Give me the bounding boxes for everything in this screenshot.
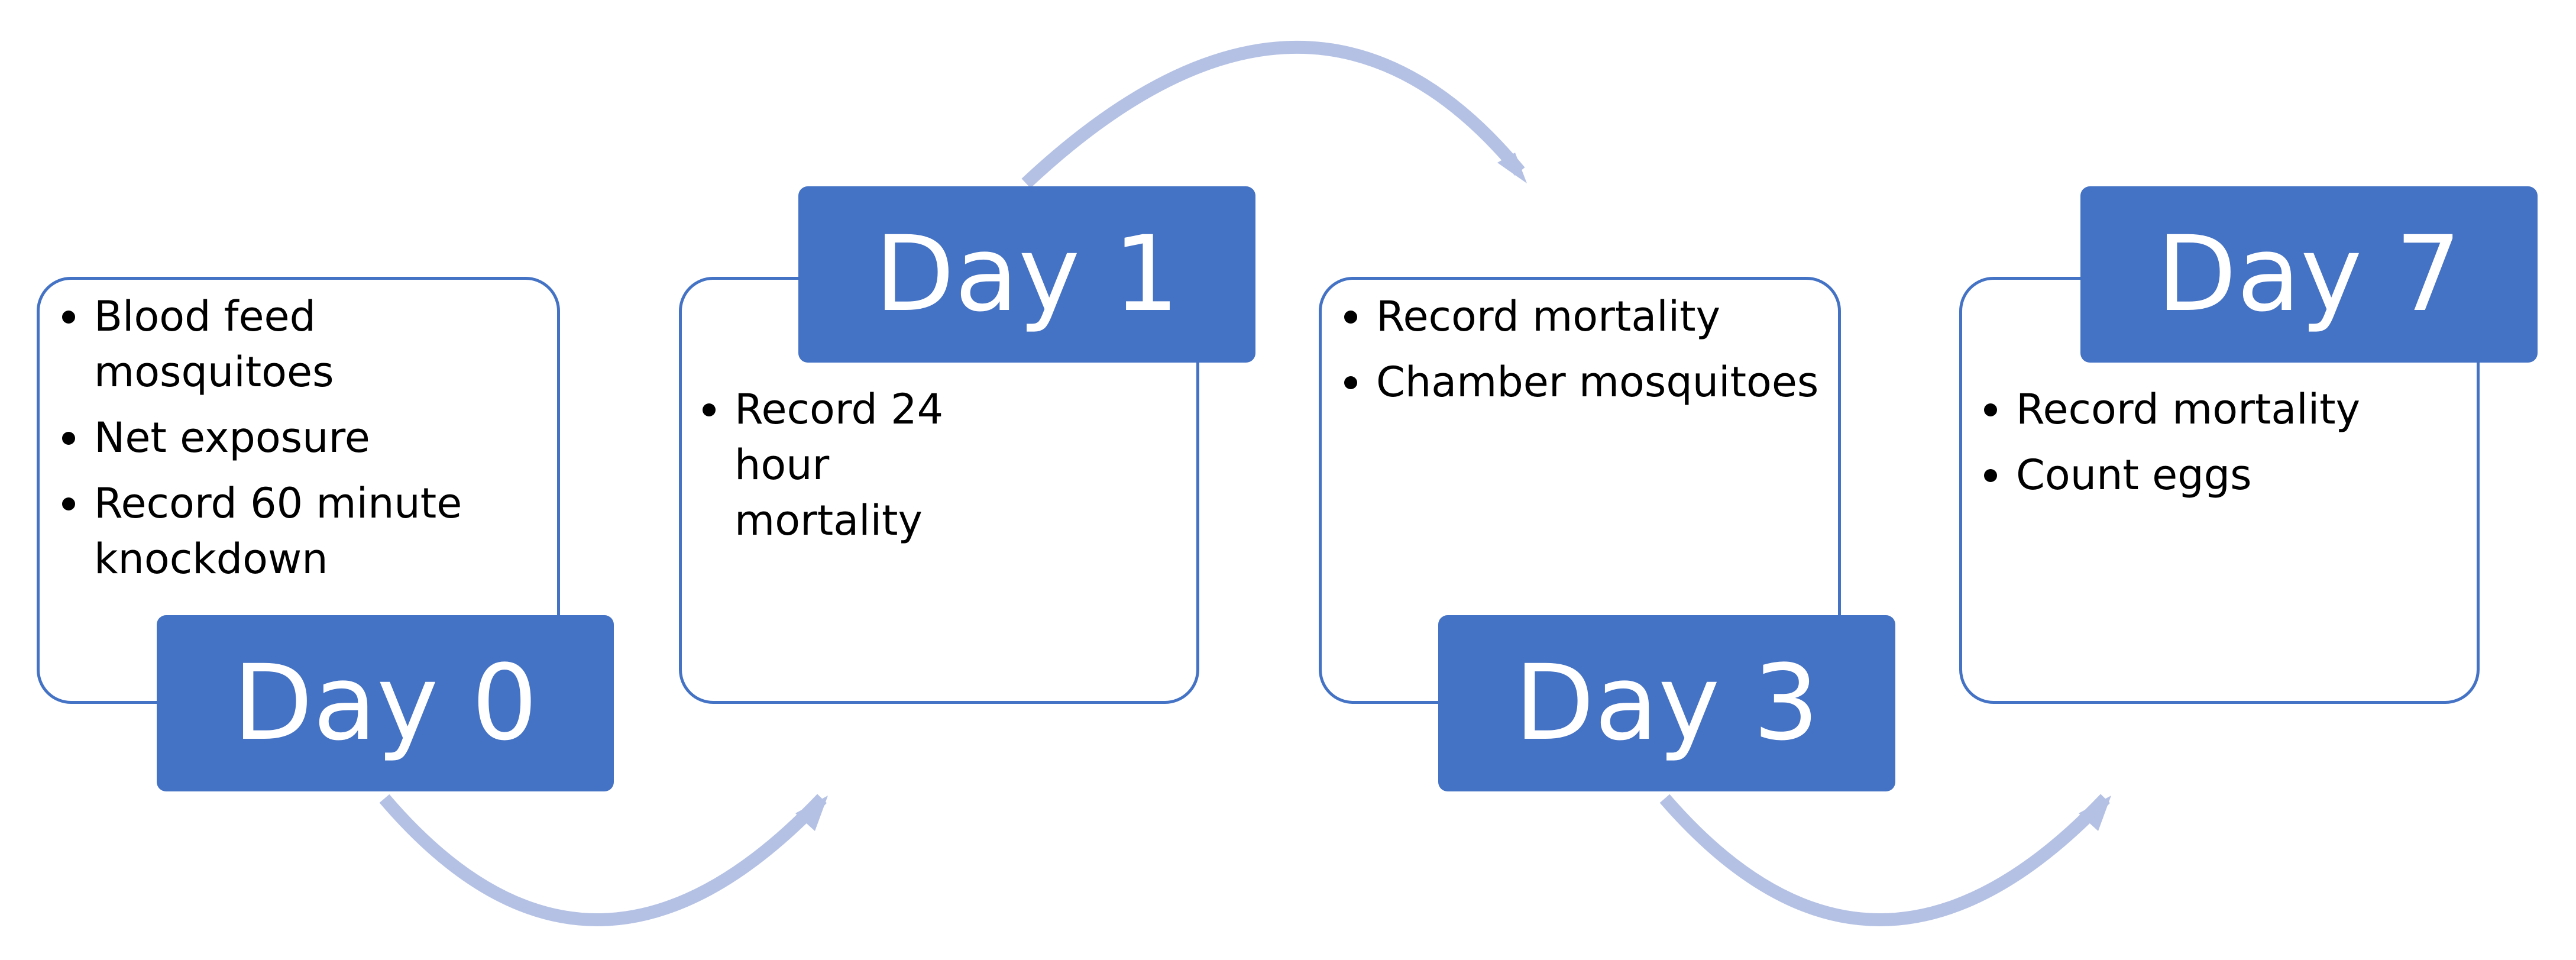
list-item: Record 24 hour mortality [698, 382, 1029, 548]
arrowhead-day1-to-day3-icon [1497, 153, 1527, 183]
arrow-day0-to-day1 [379, 794, 827, 926]
list-item: Count eggs [1979, 447, 2464, 503]
list-item: Record mortality [1979, 382, 2464, 437]
arrowhead-day3-to-day7-icon [2079, 796, 2111, 831]
step-list-day3: Record mortality Chamber mosquitoes [1339, 289, 1830, 420]
day-tab-day3: Day 3 [1438, 615, 1895, 791]
list-item: Net exposure [57, 410, 542, 466]
arrow-day3-to-day7 [1659, 794, 2110, 926]
arrowhead-day0-to-day1-icon [795, 796, 828, 831]
day-tab-day1: Day 1 [798, 186, 1255, 363]
day-label: Day 0 [232, 642, 538, 764]
day-label: Day 7 [2156, 214, 2462, 335]
day-label: Day 1 [874, 214, 1180, 335]
step-list-day0: Blood feed mosquitoes Net exposure Recor… [57, 289, 542, 597]
list-item: Record mortality [1339, 289, 1830, 344]
arrow-day1-to-day3 [1021, 40, 1525, 189]
step-list-day7: Record mortality Count eggs [1979, 382, 2464, 513]
list-item: Chamber mosquitoes [1339, 354, 1830, 410]
list-item: Record 60 minute knockdown [57, 476, 542, 587]
day-tab-day7: Day 7 [2080, 186, 2538, 363]
day-tab-day0: Day 0 [157, 615, 614, 791]
day-label: Day 3 [1514, 642, 1820, 764]
step-list-day1: Record 24 hour mortality [698, 382, 1029, 558]
list-item: Blood feed mosquitoes [57, 289, 542, 400]
